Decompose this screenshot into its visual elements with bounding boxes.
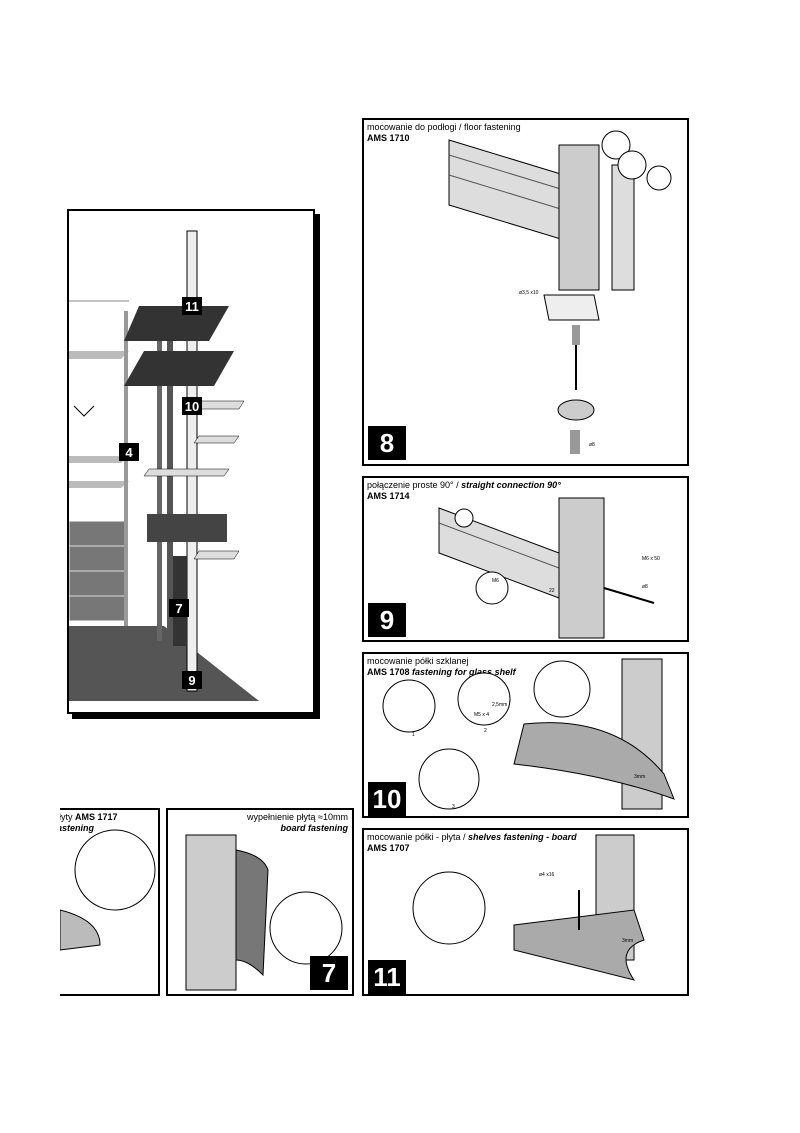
note-3mm-11: 3mm: [622, 938, 634, 944]
panel-11-title-pl: mocowanie półki - płyta /: [367, 832, 469, 842]
panel-left-code: AMS 1717: [75, 812, 118, 822]
note-dowel-9: ø8: [642, 584, 648, 590]
label-7: 7: [169, 599, 189, 617]
panel-9-number: 9: [368, 603, 406, 637]
panel-left-title-pl: płyty: [60, 812, 73, 822]
panel-left-caption: płyty AMS 1717 fastening: [60, 812, 118, 834]
panel-7-number: 7: [310, 956, 348, 990]
panel-8-number: 8: [368, 426, 406, 460]
panel-8-caption: mocowanie do podłogi / floor fastening A…: [367, 122, 521, 144]
label-9: 9: [182, 671, 202, 689]
floor-fastening-drawing: [448, 130, 672, 454]
panel-floor-fastening: mocowanie do podłogi / floor fastening A…: [362, 118, 689, 466]
note-step-2: 2: [484, 728, 487, 734]
panel-7-title-pl: wypełnienie płytą ≈10mm: [247, 812, 348, 822]
panel-10-code: AMS 1708: [367, 667, 410, 677]
panel-left-title-en: fastening: [60, 823, 95, 833]
panel-8-title: mocowanie do podłogi / floor fastening: [367, 122, 521, 132]
glass-shelf-drawing: [382, 658, 675, 810]
panel-board-partial: płyty AMS 1717 fastening: [60, 808, 160, 996]
panel-11-caption: mocowanie półki - płyta / shelves fasten…: [367, 832, 577, 854]
panel-shelves-board: mocowanie półki - płyta / shelves fasten…: [362, 828, 689, 996]
panel-board-filling: wypełnienie płytą ≈10mm board fastening …: [166, 808, 354, 996]
panel-8-code: AMS 1710: [367, 133, 410, 143]
wardrobe-illustration: [69, 230, 259, 701]
overview-panel: 11 10 4 7 9: [67, 209, 315, 714]
note-dowel: ø8: [589, 442, 595, 448]
label-11: 11: [182, 297, 202, 315]
note-screw: ø3,5 x10: [519, 290, 539, 296]
label-10: 10: [182, 397, 202, 415]
note-22: 22: [549, 588, 555, 594]
panel-7-title-en: board fastening: [280, 823, 348, 833]
panel-10-caption: mocowanie półki szklanej AMS 1708 fasten…: [367, 656, 516, 678]
label-4: 4: [119, 443, 139, 461]
panel-9-title-pl: połączenie proste 90° /: [367, 480, 462, 490]
panel-11-code: AMS 1707: [367, 843, 410, 853]
board-partial-drawing: [60, 829, 156, 951]
board-filling-drawing: [185, 834, 343, 991]
note-step-1: 1: [412, 732, 415, 738]
note-25mm: 2,5mm: [492, 702, 508, 708]
panel-10-title: mocowanie półki szklanej: [367, 656, 469, 666]
panel-11-number: 11: [368, 960, 406, 994]
panel-9-code: AMS 1714: [367, 491, 410, 501]
panel-10-number: 10: [368, 782, 406, 816]
note-m6: M6: [492, 578, 499, 584]
panel-11-title-en: shelves fastening - board: [468, 832, 577, 842]
panel-10-title-en: fastening for glass shelf: [412, 667, 516, 677]
panel-glass-shelf: mocowanie półki szklanej AMS 1708 fasten…: [362, 652, 689, 818]
shelves-board-drawing: [412, 834, 645, 981]
note-m5: M5 x 4: [474, 712, 490, 718]
straight-connection-drawing: [438, 497, 655, 639]
note-3mm: 3mm: [634, 774, 646, 780]
panel-9-caption: połączenie proste 90° / straight connect…: [367, 480, 561, 502]
panel-straight-connection: połączenie proste 90° / straight connect…: [362, 476, 689, 642]
note-step-3: 3: [452, 804, 455, 810]
panel-9-title-en: straight connection 90°: [461, 480, 561, 490]
note-bolt: M6 x 50: [642, 556, 660, 562]
note-screw-11: ø4 x16: [539, 872, 555, 878]
panel-7-caption: wypełnienie płytą ≈10mm board fastening: [247, 812, 348, 834]
